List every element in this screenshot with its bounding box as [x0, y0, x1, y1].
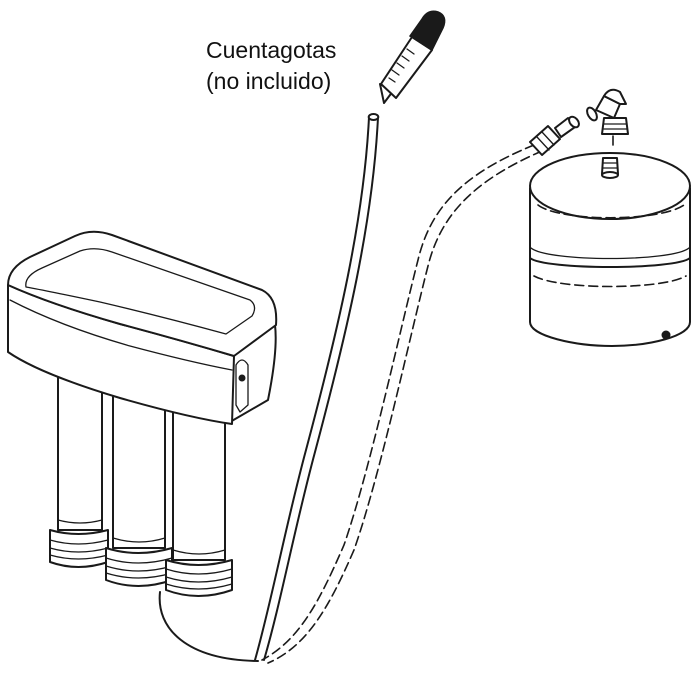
dropper-label-line1: Cuentagotas [206, 37, 336, 63]
dropper-icon [379, 10, 446, 104]
filter-cartridges [49, 371, 233, 597]
filter-housing [7, 230, 278, 425]
filter-cartridge-right [165, 399, 233, 597]
filter-cartridge-middle [105, 385, 173, 587]
dropper-label-line2: (no incluido) [206, 68, 331, 94]
storage-tank [529, 152, 691, 347]
tank-tube [261, 144, 543, 664]
elbow-fitting [586, 88, 629, 151]
sample-tube [158, 113, 380, 662]
quick-connect-fitting [529, 115, 580, 156]
filter-cartridge-left [49, 371, 109, 568]
dropper-label: Cuentagotas (no incluido) [206, 37, 336, 94]
